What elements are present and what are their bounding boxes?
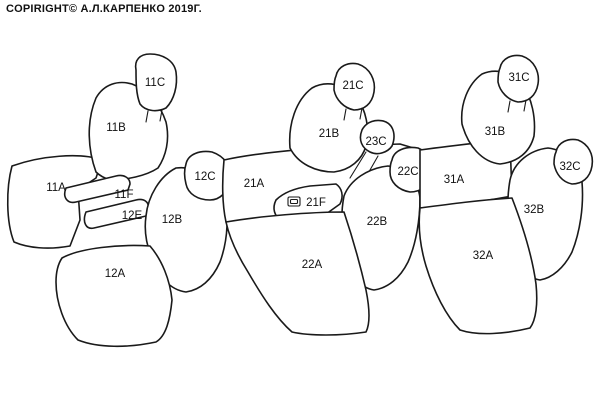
seat-part-31c xyxy=(497,54,540,103)
label-21c: 21C xyxy=(342,80,363,92)
label-23c: 23C xyxy=(365,136,386,148)
label-22a: 22A xyxy=(302,259,323,271)
label-21b: 21B xyxy=(319,128,340,140)
label-31b: 31B xyxy=(485,126,506,138)
label-31a: 31A xyxy=(444,174,465,186)
label-11c: 11C xyxy=(145,77,165,89)
label-12a: 12A xyxy=(105,268,126,280)
front-seats xyxy=(6,53,232,348)
label-12c: 12C xyxy=(194,171,215,183)
copyright-text: COPIRIGHT© А.Л.КАРПЕНКО 2019Г. xyxy=(6,3,202,15)
label-32a: 32A xyxy=(473,250,494,262)
label-32b: 32B xyxy=(524,204,545,216)
label-12e: 12E xyxy=(122,210,143,222)
part-labels: 11C 11B 11A 11F 12E 12C 12B 12A 21C 21B … xyxy=(46,72,580,280)
label-11a: 11A xyxy=(46,182,66,194)
label-12b: 12B xyxy=(162,214,183,226)
seat-part-12a xyxy=(55,244,173,348)
second-row-seats xyxy=(221,62,434,336)
label-31c: 31C xyxy=(508,72,529,84)
seat-part-32a xyxy=(418,197,538,335)
label-21a: 21A xyxy=(244,178,265,190)
label-22c: 22C xyxy=(397,166,418,178)
label-11b: 11B xyxy=(106,122,126,134)
seat-part-23c xyxy=(359,119,395,155)
seat-part-22a xyxy=(225,211,370,336)
seat-part-11f xyxy=(63,174,131,204)
third-row-seats xyxy=(418,54,594,335)
seat-part-21c xyxy=(333,62,376,111)
seat-part-11c xyxy=(134,53,178,112)
label-22b: 22B xyxy=(367,216,388,228)
label-32c: 32C xyxy=(559,161,580,173)
seat-part-32c xyxy=(553,138,594,185)
seat-part-11a xyxy=(6,154,103,249)
label-21f: 21F xyxy=(306,197,326,209)
label-11f: 11F xyxy=(115,189,134,201)
